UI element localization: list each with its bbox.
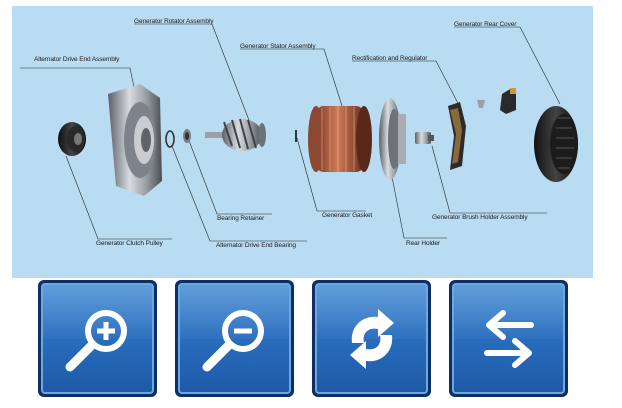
gasket-part <box>295 130 297 142</box>
zoom-in-button-face[interactable] <box>41 283 154 394</box>
rear-holder-part <box>379 98 406 180</box>
diagram-artwork <box>20 23 578 242</box>
terminal-parts <box>477 88 516 114</box>
label-gasket: Generator Gasket <box>322 212 373 219</box>
refresh-button[interactable] <box>312 280 431 397</box>
refresh-button-face[interactable] <box>315 283 428 394</box>
stator-part <box>308 106 372 172</box>
label-clutch-pulley: Generator Clutch Pulley <box>96 240 163 247</box>
label-brush-holder: Generator Brush Holder Assembly <box>432 214 528 221</box>
swap-button[interactable] <box>449 280 568 397</box>
rear-cover-part <box>534 106 578 182</box>
brush-holder-part <box>415 132 434 144</box>
label-rear-holder: Rear Holder <box>406 240 440 247</box>
rectifier-regulator-part <box>448 102 466 170</box>
label-drive-end-assembly: Alternator Drive End Assembly <box>34 56 120 63</box>
diagram-toolbar <box>38 280 578 397</box>
leader-lines <box>20 23 561 242</box>
label-rectification-regulator: Rectification and Regulator <box>352 55 428 62</box>
zoom-in-button[interactable] <box>38 280 157 397</box>
exploded-parts-diagram: Generator Rotator Assembly Generator Rea… <box>12 6 593 278</box>
zoom-in-icon <box>65 309 127 371</box>
swap-arrows-icon <box>483 309 534 368</box>
zoom-out-icon <box>202 309 264 371</box>
zoom-out-button-face[interactable] <box>178 283 291 394</box>
label-bearing-retainer: Bearing Retainer <box>217 215 265 222</box>
refresh-icon <box>349 308 394 369</box>
label-drive-end-bearing: Alternator Drive End Bearing <box>216 242 296 249</box>
label-stator-assembly: Generator Stator Assembly <box>240 43 316 50</box>
swap-button-face[interactable] <box>452 283 565 394</box>
label-rear-cover: Generator Rear Cover <box>454 21 517 28</box>
drive-end-housing-part <box>108 84 162 196</box>
drive-end-bearing-part <box>165 130 175 148</box>
label-rotator-assembly: Generator Rotator Assembly <box>134 18 214 25</box>
bearing-retainer-part <box>183 129 191 143</box>
rotator-part <box>205 118 266 151</box>
clutch-pulley-part <box>58 122 86 156</box>
zoom-out-button[interactable] <box>175 280 294 397</box>
